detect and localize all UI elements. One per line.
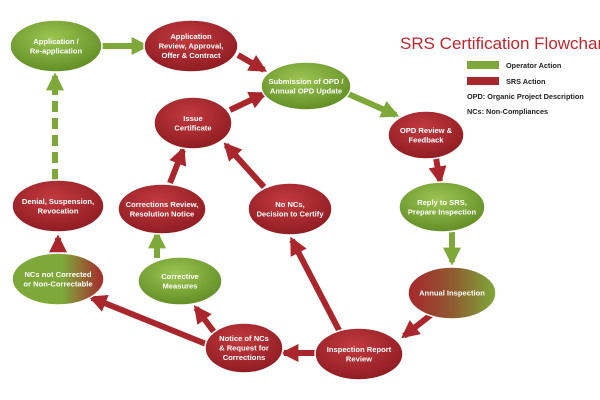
node-reply-srs: Reply to SRS,Prepare Inspection: [398, 181, 486, 233]
arrow-corrections-review-to-certificate: [167, 146, 187, 185]
node-opd-review: OPD Review &Feedback: [387, 110, 465, 160]
node-label-reply-srs: Prepare Inspection: [408, 207, 477, 216]
node-label-submission-opd: Annual OPD Update: [270, 86, 342, 95]
node-label-denial: Denial, Suspension,: [22, 197, 94, 206]
node-label-annual-inspection: Annual Inspection: [419, 289, 485, 298]
node-label-review-approval: Offer & Contract: [161, 51, 221, 60]
node-shape-reply-srs: [398, 181, 486, 233]
node-label-corrective-measures: Measures: [162, 281, 197, 290]
node-label-inspection-report: Review: [346, 354, 372, 363]
node-label-review-approval: Review, Approval,: [159, 42, 224, 51]
arrow-review-to-submission: [236, 52, 268, 73]
node-shape-annual-inspection: [407, 266, 497, 320]
legend-opd-note: OPD: Organic Project Description: [467, 92, 584, 101]
node-shape-notice-ncs: [204, 322, 284, 374]
arrow-annual-to-report: [401, 311, 434, 339]
node-label-opd-review: Feedback: [408, 135, 444, 144]
node-application: Application /Re-application: [9, 19, 103, 73]
node-label-corrections-review: Corrections Review,: [126, 200, 199, 209]
node-label-submission-opd: Submission of OPD /: [268, 77, 344, 86]
node-shape-issue-certificate: [153, 96, 233, 150]
arrow-notice-to-not-corrected: [88, 295, 208, 347]
node-label-issue-certificate: Issue: [183, 114, 202, 123]
node-label-corrective-measures: Corrective: [161, 272, 199, 281]
arrow-opd-review-to-reply: [428, 157, 447, 185]
node-label-issue-certificate: Certificate: [174, 123, 211, 132]
node-corrections-review: Corrections Review,Resolution Notice: [117, 183, 207, 235]
node-shape-no-ncs: [247, 182, 333, 236]
node-shape-corrections-review: [117, 183, 207, 235]
node-label-ncs-not-corrected: or Non-Correctable: [23, 279, 92, 288]
node-shape-corrective-measures: [137, 256, 223, 306]
node-shape-submission-opd: [260, 61, 352, 111]
node-label-reply-srs: Reply to SRS,: [417, 198, 467, 207]
node-label-application: Application /: [33, 37, 79, 46]
legend-srs-swatch: [467, 77, 499, 85]
node-no-ncs: No NCs,Decision to Certify: [247, 182, 333, 236]
node-shape-review-approval: [143, 19, 239, 73]
arrow-notice-to-corrective: [193, 305, 217, 334]
node-label-corrections-review: Resolution Notice: [130, 209, 195, 218]
page-title: SRS Certification Flowchart: [400, 34, 600, 53]
node-label-inspection-report: Inspection Report: [327, 345, 392, 354]
node-label-opd-review: OPD Review &: [400, 126, 453, 135]
node-label-no-ncs: No NCs,: [275, 200, 305, 209]
arrow-report-to-no-ncs: [289, 236, 345, 338]
node-label-notice-ncs: & Request for: [219, 344, 269, 353]
flow-arrows: [46, 37, 461, 362]
node-shape-inspection-report: [314, 327, 404, 381]
arrow-certificate-to-submission: [228, 91, 268, 113]
legend-operator-swatch: [467, 61, 499, 69]
node-annual-inspection: Annual Inspection: [407, 266, 497, 320]
arrow-submission-to-opd-review: [344, 90, 400, 118]
node-denial: Denial, Suspension,Revocation: [11, 179, 105, 233]
node-shape-opd-review: [387, 110, 465, 160]
node-label-notice-ncs: Corrections: [223, 353, 266, 362]
legend-srs-label: SRS Action: [506, 77, 545, 86]
node-label-denial: Revocation: [38, 206, 79, 215]
node-label-application: Re-application: [30, 46, 83, 55]
node-label-review-approval: Application: [170, 32, 212, 41]
legend-operator-label: Operator Action: [506, 61, 561, 70]
node-shape-denial: [11, 179, 105, 233]
node-label-no-ncs: Decision to Certify: [256, 209, 324, 218]
node-submission-opd: Submission of OPD /Annual OPD Update: [260, 61, 352, 111]
node-label-notice-ncs: Notice of NCs: [219, 334, 269, 343]
arrow-no-ncs-to-certificate: [223, 142, 267, 190]
node-label-ncs-not-corrected: NCs not Corrected: [24, 270, 91, 279]
node-shape-application: [9, 19, 103, 73]
node-shape-ncs-not-corrected: [11, 252, 105, 306]
legend-ncs-note: NCs: Non-Compliances: [467, 107, 548, 116]
